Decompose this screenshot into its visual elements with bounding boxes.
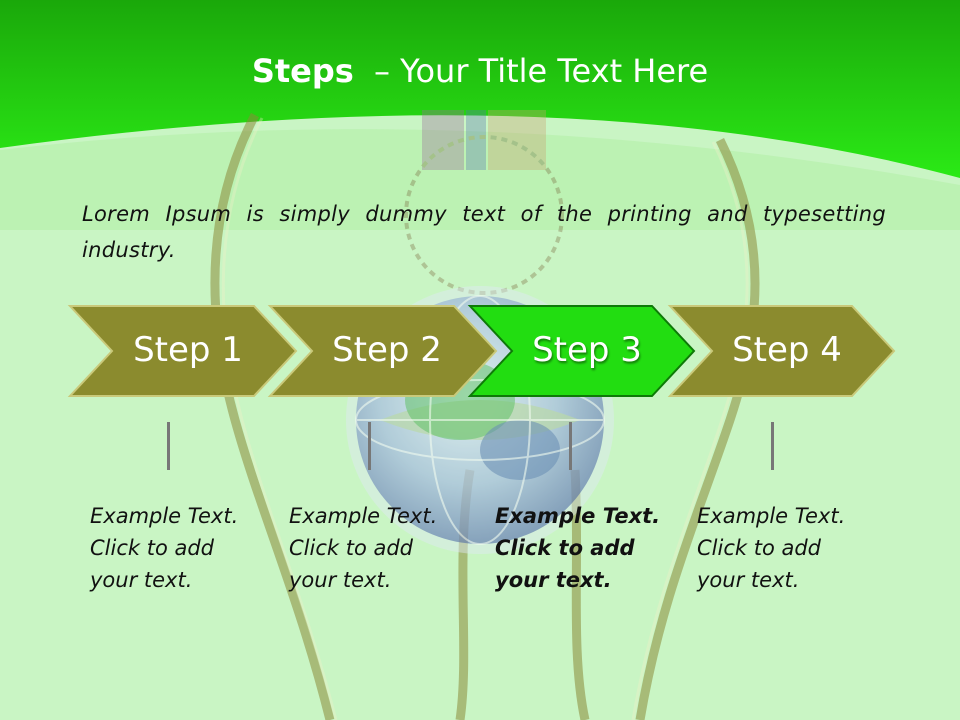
title-rest: – Your Title Text Here bbox=[373, 52, 709, 90]
title-bold: Steps bbox=[251, 52, 354, 90]
step-3-label[interactable]: Step 3 bbox=[532, 330, 642, 370]
step-2-arrow bbox=[267, 305, 498, 397]
step-4-connector bbox=[771, 422, 774, 470]
step-1-label[interactable]: Step 1 bbox=[133, 330, 243, 370]
step-2-label[interactable]: Step 2 bbox=[332, 330, 442, 370]
step-4-text[interactable]: Example Text. Click to add your text. bbox=[697, 504, 846, 592]
step-arrows bbox=[67, 305, 896, 397]
lead-paragraph: Lorem Ipsum is simply dummy text of the … bbox=[82, 202, 886, 262]
step-3-arrow bbox=[467, 305, 696, 397]
step-1-connector bbox=[167, 422, 170, 470]
step-2-connector bbox=[368, 422, 371, 470]
step-4-arrow bbox=[667, 305, 896, 397]
crest-watermark bbox=[404, 110, 564, 295]
step-1-arrow bbox=[67, 305, 298, 397]
step-3-connector bbox=[569, 422, 572, 470]
slide-title: Steps – Your Title Text Here bbox=[0, 52, 960, 90]
step-2-text[interactable]: Example Text. Click to add your text. bbox=[289, 504, 438, 592]
step-4-label[interactable]: Step 4 bbox=[732, 330, 842, 370]
lightbulb-watermark bbox=[210, 112, 760, 720]
step-1-text[interactable]: Example Text. Click to add your text. bbox=[90, 504, 239, 592]
step-3-text[interactable]: Example Text. Click to add your text. bbox=[495, 504, 661, 592]
